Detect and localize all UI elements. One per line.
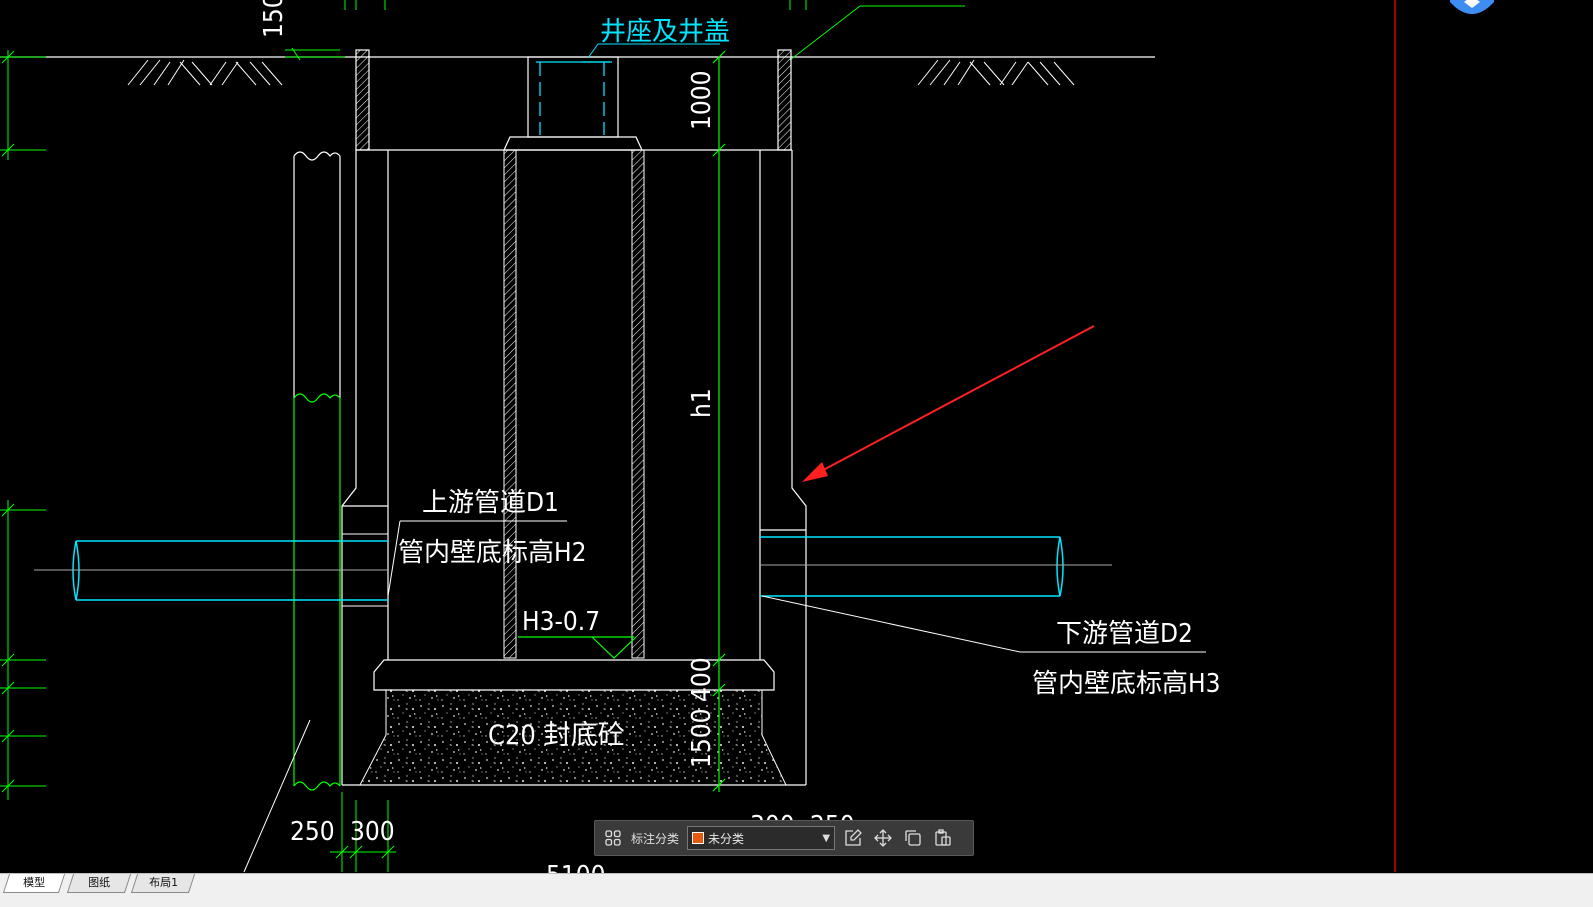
upstream-elevation-label: 管内壁底标高H2 (398, 538, 586, 568)
category-select-value: 未分类 (708, 831, 745, 846)
dim-250: 250 (290, 817, 335, 847)
water-level-marker (518, 636, 637, 659)
water-level-label: H3-0.7 (522, 607, 600, 637)
well-cover-assembly (503, 56, 643, 151)
dim-1000: 1000 (687, 70, 717, 130)
top-dimension-lines (285, 0, 965, 61)
upstream-pipe-label: 上游管道D1 (422, 488, 559, 518)
dim-150: 150 (259, 0, 289, 38)
category-color-swatch (692, 832, 705, 844)
copy-icon[interactable] (901, 826, 925, 850)
upstream-pipe-collar (342, 533, 388, 607)
group-icon[interactable] (601, 826, 625, 850)
cloud-sync-icon[interactable] (1446, 0, 1498, 22)
tab-sheet-label: 图纸 (88, 876, 111, 889)
tab-layout1-label: 布局1 (148, 876, 178, 889)
left-dimension-chain (0, 50, 46, 800)
base-slab (373, 659, 775, 691)
layout-tab-bar: 模型 图纸 布局1 (0, 873, 1593, 907)
concrete-sealing-bottom (359, 689, 787, 786)
well-cover-label: 井座及井盖 (600, 17, 730, 47)
upstream-leader (387, 520, 567, 597)
inner-column-left (503, 149, 517, 659)
well-cover-leader (587, 43, 720, 59)
soil-hatch-left (127, 59, 283, 86)
inner-column-right (631, 149, 645, 659)
downstream-pipe (760, 536, 1064, 597)
category-label: 标注分类 (631, 831, 680, 846)
dim-400: 400 (687, 657, 717, 702)
tab-layout1[interactable]: 布局1 (130, 874, 196, 893)
tab-model-label: 模型 (23, 876, 46, 889)
soil-hatch-right (917, 59, 1075, 86)
category-select[interactable]: 未分类 ▼ (687, 826, 836, 850)
tab-model[interactable]: 模型 (2, 874, 66, 893)
red-annotation-arrow (802, 325, 1095, 482)
dim-h1: h1 (687, 388, 717, 418)
bottom-dimension-lines (330, 792, 396, 872)
edit-icon[interactable] (841, 826, 865, 850)
move-icon[interactable] (871, 826, 895, 850)
downstream-leader (761, 595, 1206, 653)
downstream-elevation-label: 管内壁底标高H3 (1032, 669, 1220, 699)
chevron-down-icon: ▼ (822, 832, 831, 844)
top-wall-left (355, 49, 370, 151)
center-dimension-line (712, 50, 726, 792)
dim-300: 300 (350, 817, 395, 847)
downstream-pipe-label: 下游管道D2 (1056, 619, 1193, 649)
annotation-toolbar: 标注分类 未分类 ▼ (594, 820, 974, 856)
concrete-label: C20 封底砼 (488, 720, 625, 751)
vertical-drop-pipe (293, 151, 341, 791)
top-wall-right (777, 49, 792, 151)
tab-sheet[interactable]: 图纸 (66, 874, 132, 893)
pipe-leader-line (243, 719, 311, 873)
paste-icon[interactable] (931, 826, 955, 850)
well-cover-pipe-cyan (536, 61, 612, 135)
dim-1500: 1500 (687, 708, 717, 768)
upstream-pipe (72, 540, 388, 601)
